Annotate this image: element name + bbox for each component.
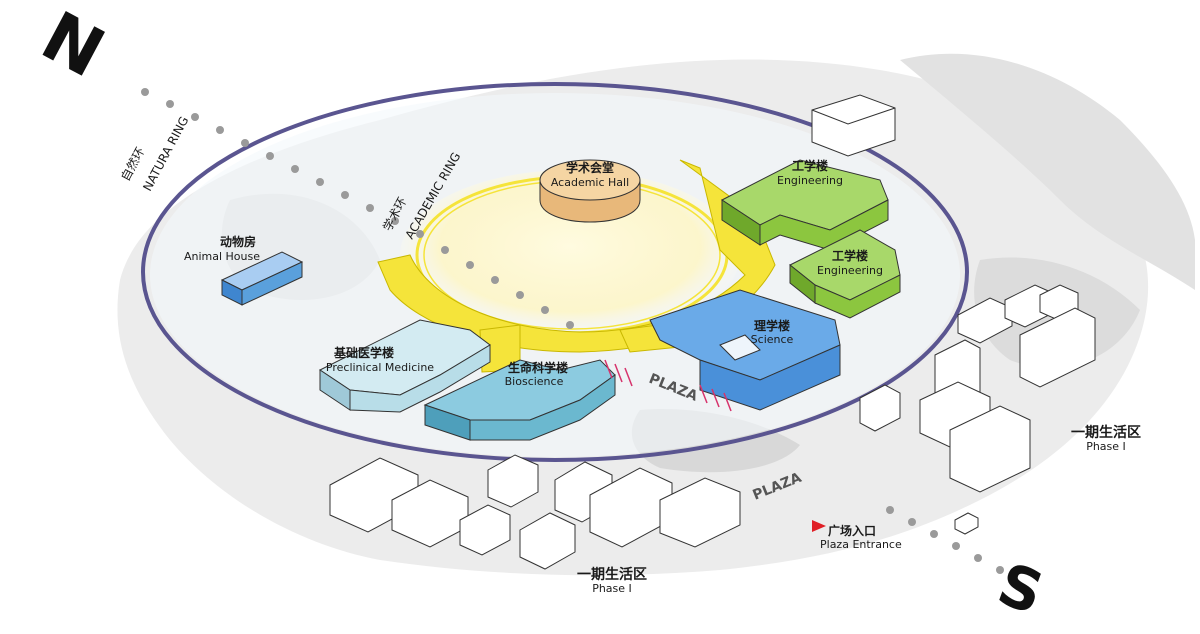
- bioscience-building: [423, 359, 616, 441]
- phase-east-label-cn: 一期生活区: [1071, 424, 1141, 441]
- academic-hall-label-cn: 学术会堂: [566, 160, 614, 175]
- white-building-north: [811, 94, 896, 157]
- preclinical-label-cn: 基础医学楼: [333, 345, 394, 360]
- academic-hall: [539, 159, 641, 223]
- engineering-2-label-cn: 工学楼: [832, 248, 868, 263]
- entrance-flag-icon: [812, 520, 826, 532]
- academic-glow: [400, 170, 740, 340]
- phase-east-label-en: Phase I: [1086, 440, 1126, 453]
- engineering-building-2: [789, 229, 901, 319]
- compass-north: N: [29, 0, 116, 94]
- plaza-markers: [604, 359, 732, 412]
- bioscience-label-en: Bioscience: [505, 375, 564, 388]
- science-label-en: Science: [751, 333, 794, 346]
- north-south-axis: [141, 88, 1004, 574]
- engineering-1-label-cn: 工学楼: [792, 158, 828, 173]
- engineering-1-label-en: Engineering: [777, 174, 843, 187]
- preclinical-label-en: Preclinical Medicine: [326, 361, 434, 374]
- natura-ring-label-cn: 自然环: [117, 145, 147, 184]
- phase-south-label-cn: 一期生活区: [577, 566, 647, 583]
- animal-house-label-cn: 动物房: [220, 234, 256, 249]
- animal-house-label-en: Animal House: [184, 250, 260, 263]
- entrance-label-cn: 广场入口: [828, 523, 876, 538]
- residential-blocks-east: [859, 284, 1096, 535]
- natura-ring-label-en: NATURA RING: [140, 114, 191, 193]
- bioscience-label-cn: 生命科学楼: [508, 360, 568, 375]
- natura-ring: [141, 82, 969, 462]
- academic-hall-label-en: Academic Hall: [551, 176, 629, 189]
- engineering-building-1: [721, 159, 889, 251]
- science-label-cn: 理学楼: [754, 318, 790, 333]
- compass-south: S: [989, 550, 1052, 628]
- phase-south-label-en: Phase I: [592, 582, 632, 595]
- engineering-2-label-en: Engineering: [817, 264, 883, 277]
- science-building: [649, 289, 841, 411]
- preclinical-medicine-building: [319, 319, 491, 413]
- animal-house: [220, 251, 304, 306]
- residential-blocks-south: [329, 454, 741, 570]
- entrance-label-en: Plaza Entrance: [820, 538, 902, 551]
